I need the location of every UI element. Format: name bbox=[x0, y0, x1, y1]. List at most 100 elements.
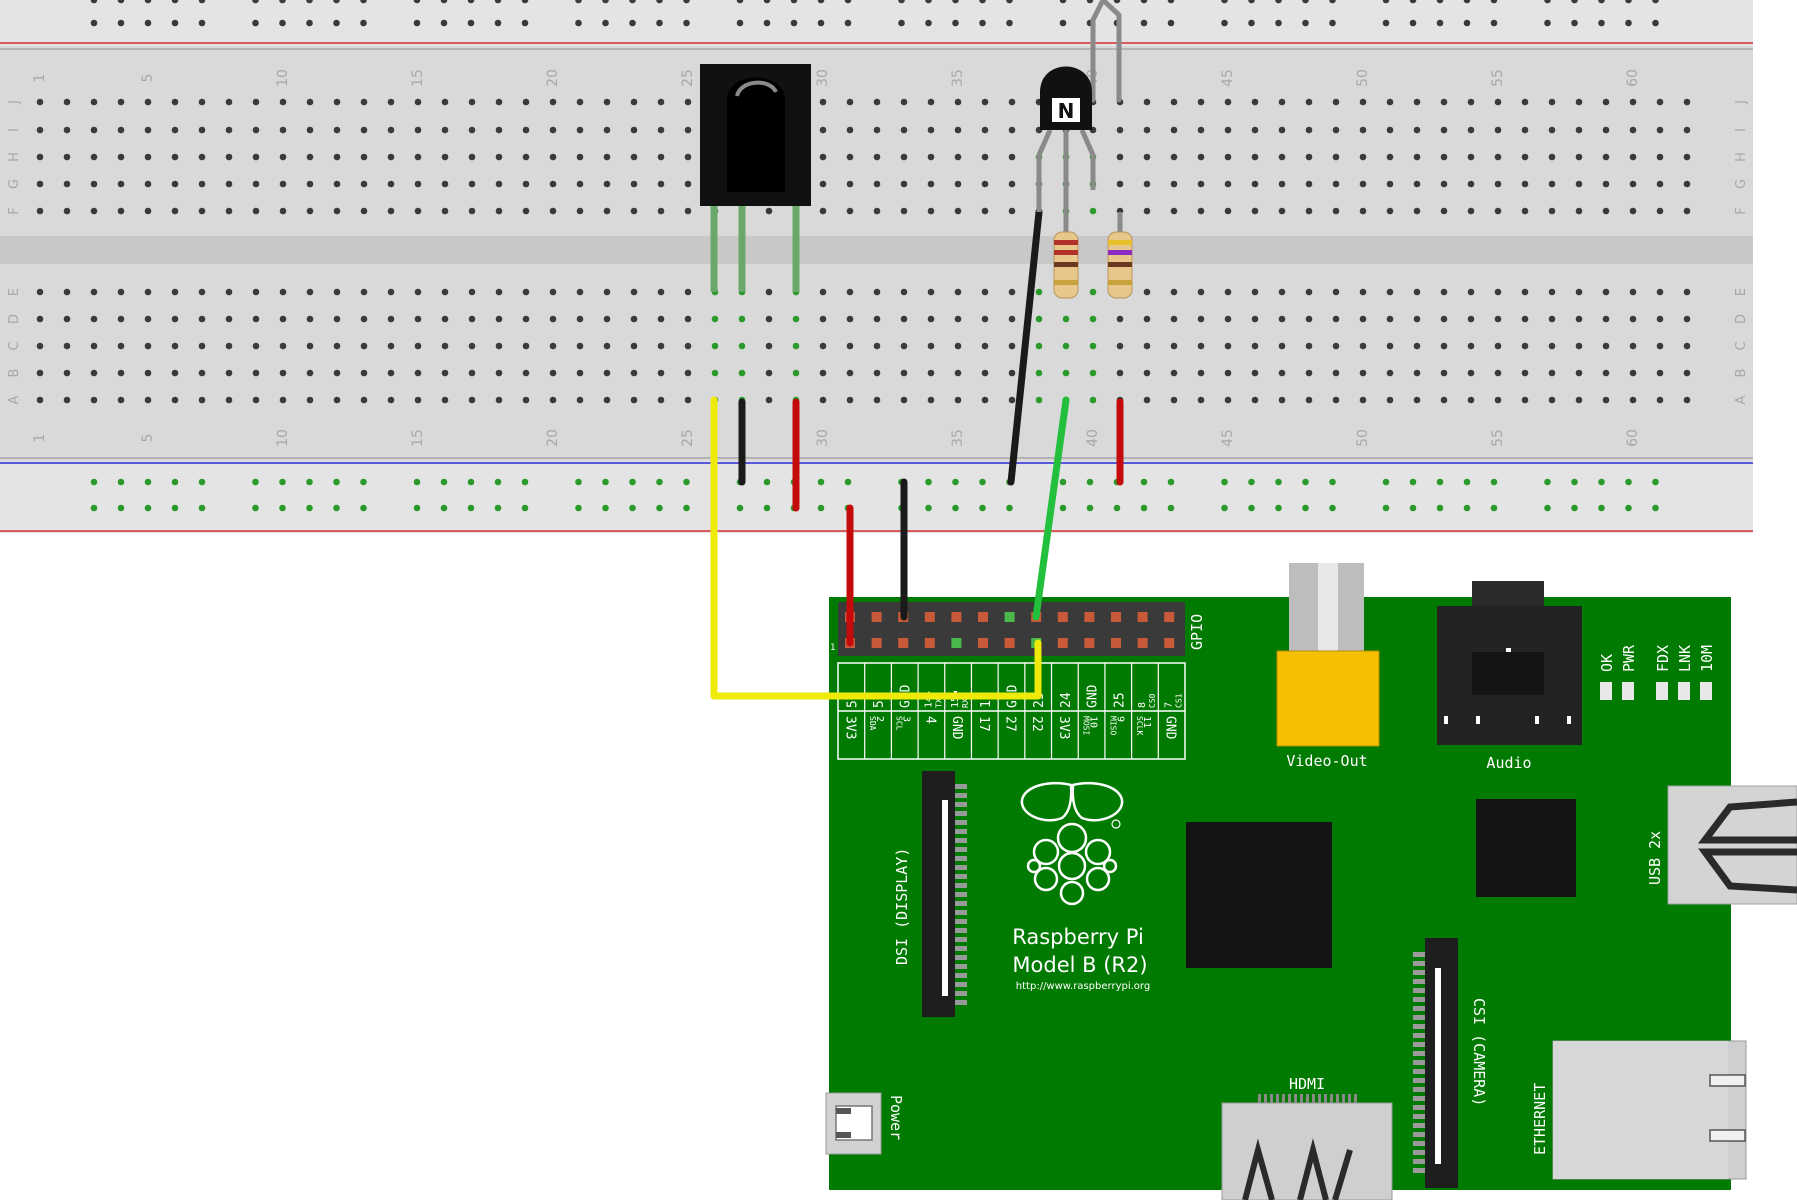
rail-hole bbox=[1006, 0, 1013, 4]
breadboard-hole bbox=[171, 180, 179, 188]
csi-tooth bbox=[1413, 1150, 1425, 1155]
breadboard-hole bbox=[1629, 126, 1637, 134]
breadboard-hole bbox=[36, 126, 44, 134]
rail-hole bbox=[171, 19, 179, 27]
breadboard-hole bbox=[1602, 126, 1610, 134]
breadboard-hole bbox=[900, 153, 908, 161]
video-out-jack bbox=[1276, 650, 1380, 747]
breadboard-hole bbox=[306, 126, 314, 134]
breadboard-hole bbox=[1521, 98, 1529, 106]
breadboard-hole bbox=[198, 369, 206, 377]
breadboard-hole bbox=[522, 288, 530, 296]
breadboard-hole bbox=[603, 369, 611, 377]
breadboard-hole bbox=[1359, 98, 1367, 106]
breadboard-hole bbox=[1197, 180, 1205, 188]
breadboard-hole bbox=[846, 180, 854, 188]
breadboard-hole bbox=[1035, 396, 1043, 404]
hdmi-port-pins bbox=[1258, 1094, 1357, 1103]
breadboard-hole bbox=[900, 369, 908, 377]
gpio-bottom-label: 22 bbox=[1029, 716, 1044, 732]
breadboard-hole bbox=[1305, 207, 1313, 215]
breadboard-hole bbox=[1683, 396, 1691, 404]
breadboard-hole bbox=[1251, 207, 1259, 215]
green-wire-gpio bbox=[1032, 396, 1070, 621]
breadboard-hole bbox=[468, 369, 476, 377]
rail-hole bbox=[1248, 478, 1255, 486]
breadboard-hole bbox=[306, 369, 314, 377]
breadboard-hole bbox=[1629, 153, 1637, 161]
breadboard-hole bbox=[1575, 153, 1583, 161]
gpio-pin bbox=[871, 638, 882, 648]
rail-hole bbox=[629, 19, 636, 27]
breadboard-hole bbox=[1170, 98, 1178, 106]
breadboard-hole bbox=[1305, 180, 1313, 188]
transistor-label-box bbox=[1052, 98, 1080, 122]
column-number: 35 bbox=[950, 69, 966, 87]
breadboard-hole bbox=[1332, 98, 1340, 106]
rail-hole bbox=[1409, 504, 1417, 512]
gpio-bottom-label: 4 bbox=[922, 716, 937, 724]
breadboard-hole bbox=[1413, 369, 1421, 377]
breadboard-hole bbox=[1494, 369, 1502, 377]
breadboard-hole bbox=[144, 369, 152, 377]
breadboard-hole bbox=[1008, 288, 1016, 296]
rail-hole bbox=[144, 19, 152, 27]
csi-tooth bbox=[1413, 1042, 1425, 1047]
breadboard-hole bbox=[900, 98, 908, 106]
audio-jack-dot-2 bbox=[1476, 716, 1480, 724]
rail-hole bbox=[1409, 19, 1417, 27]
breadboard-hole bbox=[468, 126, 476, 134]
gpio-bottom-label: 27 bbox=[1003, 716, 1018, 732]
breadboard-hole bbox=[1440, 98, 1448, 106]
breadboard-hole bbox=[1521, 342, 1529, 350]
rail-hole bbox=[494, 0, 502, 4]
breadboard-hole bbox=[171, 288, 179, 296]
breadboard-hole bbox=[1359, 180, 1367, 188]
breadboard-hole bbox=[441, 288, 449, 296]
hdmi-pin bbox=[1258, 1094, 1261, 1103]
breadboard-hole bbox=[1386, 98, 1394, 106]
breadboard-hole bbox=[1440, 396, 1448, 404]
breadboard-hole bbox=[1440, 288, 1448, 296]
row-letter: D bbox=[1734, 314, 1749, 324]
row-letter: E bbox=[1734, 288, 1749, 296]
usb-slot-bottom bbox=[1698, 848, 1797, 894]
csi-tooth bbox=[1413, 1024, 1425, 1029]
breadboard-hole bbox=[657, 369, 665, 377]
breadboard-hole bbox=[279, 98, 287, 106]
breadboard-hole bbox=[873, 342, 881, 350]
breadboard-hole bbox=[171, 342, 179, 350]
breadboard-hole bbox=[1143, 153, 1151, 161]
rail-hole bbox=[521, 478, 529, 486]
breadboard-hole bbox=[468, 153, 476, 161]
csi-connector bbox=[1425, 938, 1458, 1188]
breadboard-hole bbox=[63, 342, 71, 350]
breadboard-hole bbox=[252, 98, 260, 106]
status-led-label: 10M bbox=[1698, 645, 1716, 672]
rail-hole bbox=[683, 0, 690, 4]
row-letter: G bbox=[7, 179, 22, 189]
rail-hole bbox=[1598, 504, 1605, 512]
gpio-label: GPIO bbox=[1188, 614, 1206, 650]
rail-hole bbox=[1463, 0, 1471, 4]
breadboard-hole bbox=[1008, 98, 1016, 106]
breadboard-hole bbox=[63, 315, 71, 323]
breadboard-hole bbox=[90, 207, 98, 215]
breadboard-hole bbox=[63, 98, 71, 106]
rail-hole bbox=[1275, 19, 1282, 27]
breadboard-hole bbox=[1683, 153, 1691, 161]
rail-hole bbox=[1544, 19, 1551, 27]
breadboard-hole bbox=[1359, 315, 1367, 323]
breadboard-hole bbox=[900, 126, 908, 134]
breadboard-hole bbox=[1143, 396, 1151, 404]
breadboard-hole bbox=[171, 207, 179, 215]
breadboard-hole bbox=[522, 180, 530, 188]
rail-hole bbox=[1221, 504, 1228, 512]
breadboard-hole bbox=[306, 396, 314, 404]
breadboard-hole bbox=[117, 126, 125, 134]
breadboard-hole bbox=[495, 396, 503, 404]
breadboard-hole bbox=[1683, 369, 1691, 377]
dsi-tooth bbox=[955, 829, 967, 834]
status-led-label: OK bbox=[1598, 654, 1616, 672]
